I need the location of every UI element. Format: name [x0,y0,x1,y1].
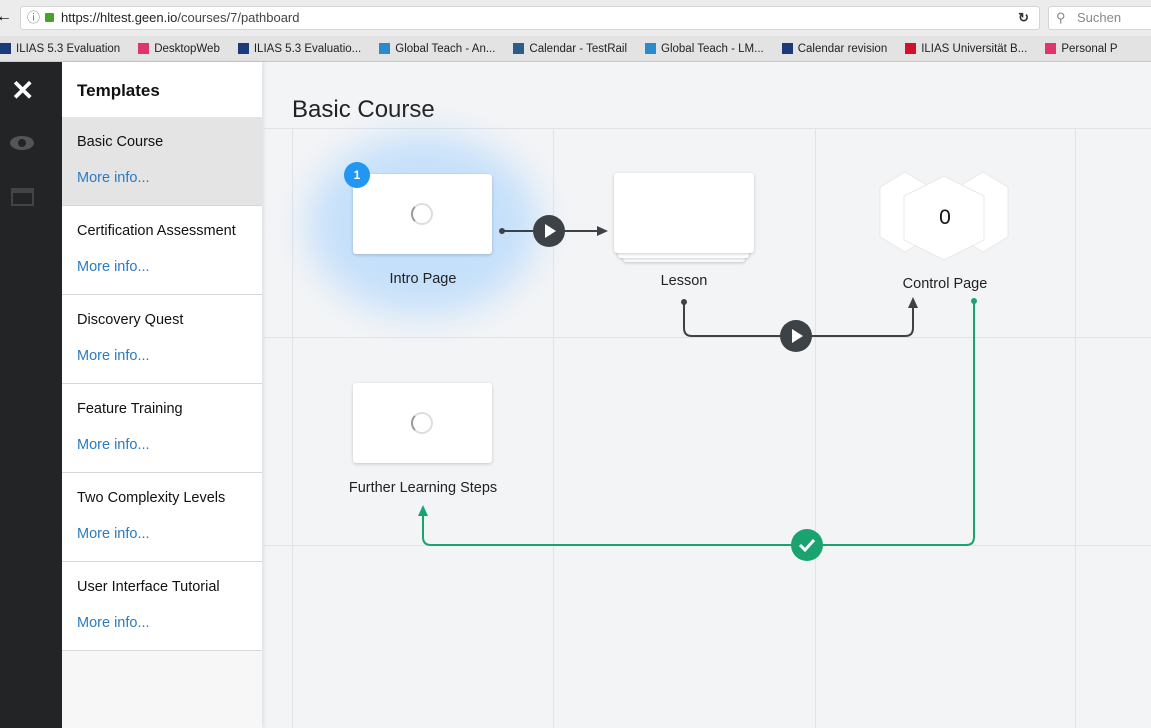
check-button[interactable] [791,529,823,561]
panel-title: Templates [62,62,262,117]
template-name: Discovery Quest [77,312,184,328]
grid-line [262,128,1151,129]
connector-start-dot [681,299,687,305]
template-name: Certification Assessment [77,223,236,239]
intro-page-label: Intro Page [389,271,457,287]
search-icon: ⚲ [1056,10,1066,25]
arrow-head-icon [597,226,608,236]
page-title: Basic Course [292,96,435,123]
template-name: Two Complexity Levels [77,490,226,506]
template-name: Feature Training [77,401,183,417]
lesson-node[interactable] [614,173,754,253]
browser-toolbar: ← ⓘ https://hltest.geen.io/courses/7/pat… [0,0,1151,36]
grid-line [1075,128,1076,728]
bookmark-favicon-icon [513,43,525,54]
bookmark[interactable]: DesktopWeb [138,43,220,55]
bookmarks-bar: ILIAS 5.3 Evaluation DesktopWeb ILIAS 5.3 … [0,36,1151,62]
intro-page-node[interactable] [353,174,492,254]
more-info-link[interactable]: More info... [77,348,150,364]
play-button[interactable] [533,215,565,247]
search-input[interactable]: ⚲Suchen [1048,6,1151,30]
bookmark-favicon-icon [138,43,150,54]
template-name: Basic Course [77,134,164,150]
arrow-head-icon [418,505,428,516]
reload-icon[interactable]: ↻ [1018,10,1029,25]
arrow-head-icon [908,297,918,308]
bookmark[interactable]: Calendar revision [781,43,887,55]
bookmark[interactable]: ILIAS 5.3 Evaluation [0,43,120,55]
bookmark-favicon-icon [645,43,657,54]
loading-spinner-icon [411,412,433,434]
eye-icon[interactable] [10,136,34,150]
grid-line [262,337,1151,338]
more-info-link[interactable]: More info... [77,615,150,631]
more-info-link[interactable]: More info... [77,259,150,275]
bookmark[interactable]: Global Teach - An... [379,43,495,55]
address-bar[interactable]: ⓘ https://hltest.geen.io/courses/7/pathb… [20,6,1040,30]
bookmark-favicon-icon [379,43,391,54]
play-button[interactable] [780,320,812,352]
bookmark-favicon-icon [1045,43,1057,54]
back-icon[interactable]: ← [0,8,12,25]
lock-icon [45,13,54,22]
close-icon[interactable]: ✕ [11,75,35,106]
grid-line [292,128,293,728]
control-page-label: Control Page [902,276,988,292]
layout-icon[interactable] [11,188,34,206]
bookmark[interactable]: Global Teach - LM... [645,43,764,55]
bookmark[interactable]: ILIAS 5.3 Evaluatio... [237,43,361,55]
bookmark-favicon-icon [905,43,917,54]
info-icon[interactable]: ⓘ [27,10,41,25]
grid-line [815,128,816,728]
bookmark-favicon-icon [0,43,11,54]
further-learning-label: Further Learning Steps [348,480,498,496]
bookmark[interactable]: Calendar - TestRail [513,43,627,55]
connector-control-further [422,301,975,546]
lesson-label: Lesson [660,273,708,289]
bookmark-favicon-icon [237,43,249,54]
bookmark[interactable]: Personal P [1045,43,1118,55]
more-info-link[interactable]: More info... [77,170,150,186]
sidebar-rail: ✕ [0,62,62,728]
connector-start-dot [971,298,977,304]
template-name: User Interface Tutorial [77,579,220,595]
control-page-hexagons[interactable] [879,171,1009,261]
connector-start-dot [499,228,505,234]
control-page-value: 0 [939,206,951,229]
further-learning-node[interactable] [353,383,492,463]
bookmark[interactable]: ILIAS Universität B... [905,43,1027,55]
bookmark-favicon-icon [781,43,793,54]
grid-line [553,128,554,728]
loading-spinner-icon [411,203,433,225]
more-info-link[interactable]: More info... [77,526,150,542]
more-info-link[interactable]: More info... [77,437,150,453]
step-badge: 1 [344,162,370,188]
